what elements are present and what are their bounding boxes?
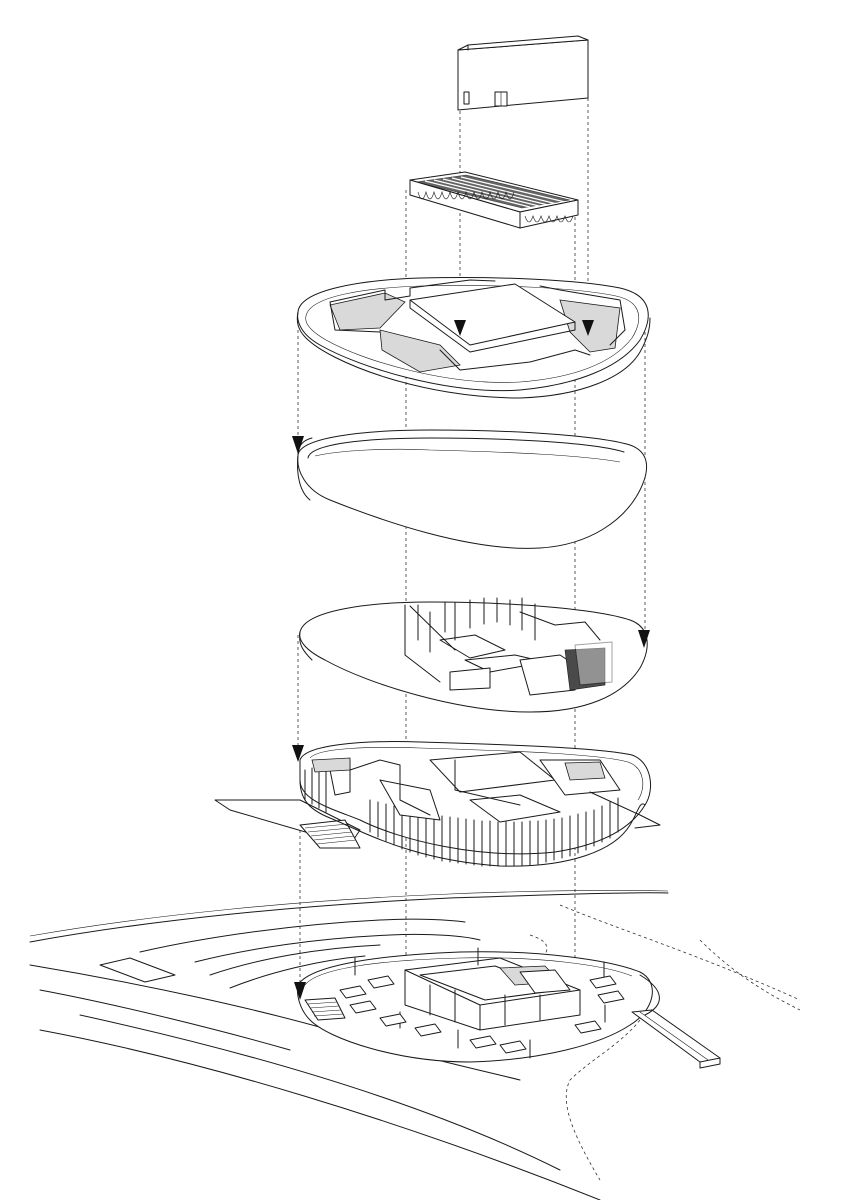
projection-lines bbox=[297, 98, 646, 990]
site-plinth bbox=[29, 890, 801, 1200]
ground-floor-facade bbox=[214, 741, 661, 867]
roof-truss bbox=[409, 171, 579, 229]
upper-floor-plate bbox=[296, 277, 651, 399]
shell-band bbox=[292, 429, 648, 549]
mezzanine-level bbox=[299, 597, 650, 713]
rooftop-box bbox=[457, 35, 589, 111]
